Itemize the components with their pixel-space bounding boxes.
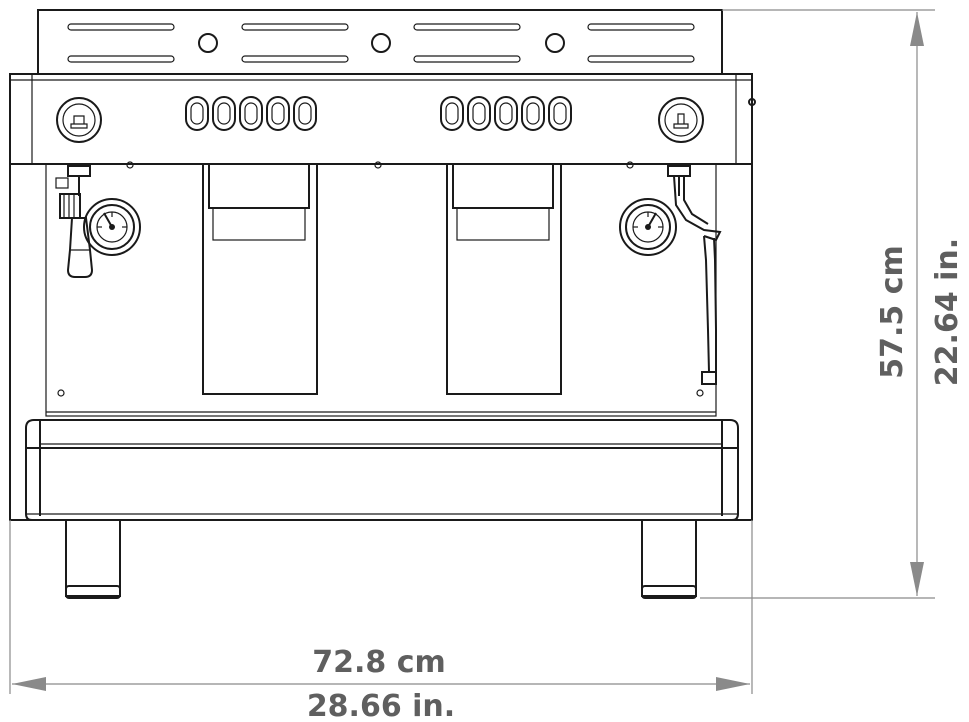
dose-button-icon xyxy=(521,96,545,131)
dose-button-icon xyxy=(293,96,317,131)
height-dimension xyxy=(700,9,935,599)
drip-tray xyxy=(25,419,739,521)
arrow-right-icon xyxy=(716,677,750,691)
arrow-down-icon xyxy=(910,562,924,596)
dose-button-icon xyxy=(266,96,290,131)
pressure-gauge-left-icon xyxy=(83,198,141,256)
width-imperial-label: 28.66 in. xyxy=(307,689,455,722)
brew-group-2 xyxy=(446,163,562,395)
dose-button-icon xyxy=(239,96,263,131)
warmer-slots xyxy=(67,23,695,63)
control-panel xyxy=(9,73,756,165)
dose-button-icon xyxy=(212,96,236,131)
cup-warmer xyxy=(37,9,723,75)
warmer-screw-icon xyxy=(545,33,565,53)
steam-wand-left-icon xyxy=(55,165,94,278)
back-panel xyxy=(45,163,717,417)
arrow-left-icon xyxy=(12,677,46,691)
height-metric-label: 57.5 cm xyxy=(875,245,910,379)
pressure-gauge-right-icon xyxy=(619,198,677,256)
panel-screw-icon xyxy=(748,98,756,106)
arrow-up-icon xyxy=(910,12,924,46)
width-dimension xyxy=(9,520,753,694)
dose-button-icon xyxy=(548,96,572,131)
group-2-buttons xyxy=(440,96,572,131)
foot-right xyxy=(641,519,697,599)
water-knob-right-icon xyxy=(658,97,704,143)
dose-button-icon xyxy=(185,96,209,131)
warmer-screw-icon xyxy=(198,33,218,53)
warmer-screw-icon xyxy=(371,33,391,53)
steam-wand-right-icon xyxy=(667,165,722,385)
width-metric-label: 72.8 cm xyxy=(312,645,446,680)
group-1-buttons xyxy=(185,96,317,131)
dose-button-icon xyxy=(494,96,518,131)
height-imperial-label: 22.64 in. xyxy=(930,238,965,386)
dose-button-icon xyxy=(440,96,464,131)
foot-left xyxy=(65,519,121,599)
panel-screw-icon xyxy=(57,389,65,397)
control-panel-body xyxy=(9,73,753,165)
cup-warmer-body xyxy=(37,9,723,75)
brew-group-1 xyxy=(202,163,318,395)
panel-screw-icon xyxy=(696,389,704,397)
dose-button-icon xyxy=(467,96,491,131)
steam-knob-left-icon xyxy=(56,97,102,143)
